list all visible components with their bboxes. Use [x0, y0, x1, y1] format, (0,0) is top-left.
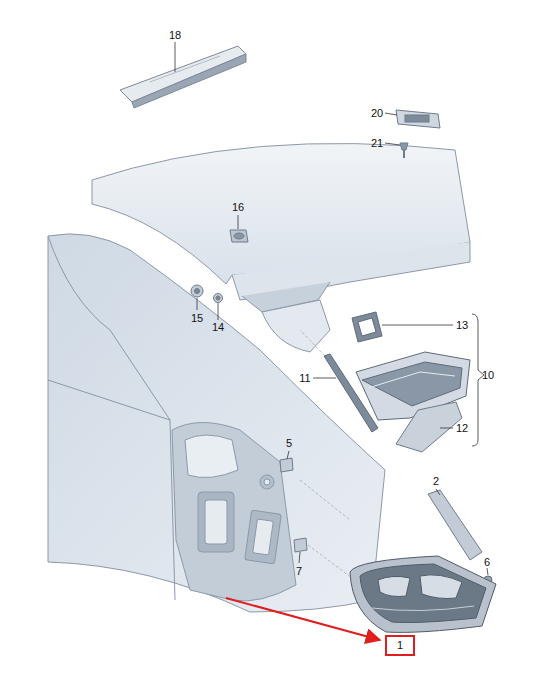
callout-number: 2 [433, 476, 439, 487]
trim-strip [428, 490, 482, 560]
callout-number: 18 [169, 30, 181, 41]
licence-lamp [396, 110, 440, 158]
callout-number: 5 [286, 438, 292, 449]
callout-number: 1 [397, 640, 403, 651]
cover [396, 402, 462, 452]
callout-number: 10 [482, 370, 494, 381]
gasket [352, 312, 382, 342]
callout-number: 16 [232, 202, 244, 213]
callout-number: 15 [191, 313, 203, 324]
car-body [48, 143, 470, 612]
assembly-lines [300, 330, 352, 578]
callout-number: 12 [456, 423, 468, 434]
callout-number: 13 [456, 320, 468, 331]
leader-lines [175, 42, 488, 575]
tail-lamp [350, 556, 496, 632]
nut [191, 230, 307, 552]
callout-number: 20 [371, 108, 383, 119]
callout-number: 7 [296, 566, 302, 577]
callout-number: 6 [484, 557, 490, 568]
brake-light [120, 46, 246, 108]
callout-box: 1 [385, 635, 415, 656]
seal-strip [324, 354, 378, 432]
callout-number: 11 [299, 373, 310, 384]
callout-number: 14 [212, 322, 224, 333]
callout-number: 21 [371, 138, 383, 149]
pointer-arrow [226, 598, 380, 640]
